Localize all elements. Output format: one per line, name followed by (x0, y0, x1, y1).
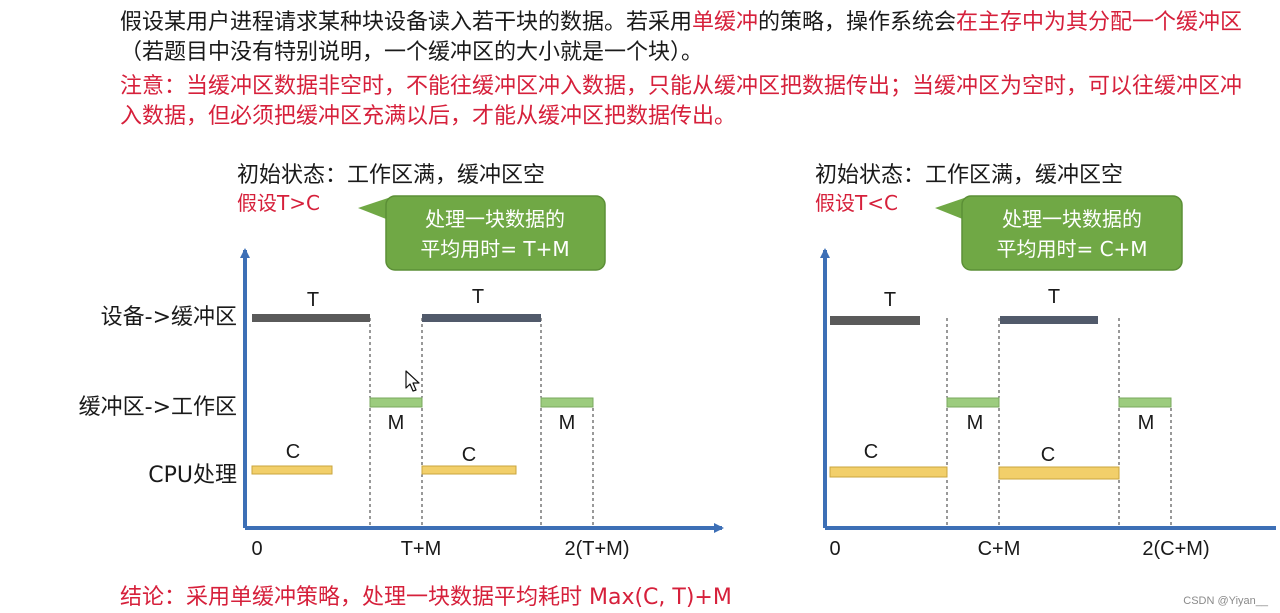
right-assumption: 假设T<C (815, 191, 898, 215)
left-bubble-line2: 平均用时= T+M (420, 237, 569, 261)
left-device-bar-1 (252, 314, 370, 322)
intro-text-3: （若题目中没有特别说明，一个缓冲区的大小就是一个块）。 (120, 40, 704, 65)
left-bubble (385, 195, 606, 271)
row-label-device-to-buffer: 设备->缓冲区 (101, 305, 237, 330)
right-tick-0: 0 (829, 538, 840, 560)
right-bubble-line1: 处理一块数据的 (1002, 207, 1142, 231)
mouse-cursor-icon (405, 370, 420, 392)
left-label-t2: T (472, 286, 484, 308)
right-memory-bar-1 (946, 397, 1000, 408)
right-label-c1: C (864, 441, 878, 463)
left-tick-1: T+M (401, 538, 442, 560)
right-label-t1: T (884, 289, 896, 311)
left-label-m1: M (388, 412, 405, 434)
right-label-t2: T (1048, 286, 1060, 308)
left-label-c2: C (462, 444, 476, 466)
intro-highlight-allocate: 在主存中为其分配一个缓冲区 (956, 10, 1243, 35)
left-bubble-pointer (358, 196, 394, 222)
right-label-m2: M (1138, 412, 1155, 434)
right-bubble-line2: 平均用时= C+M (996, 237, 1147, 261)
right-label-c2: C (1041, 444, 1055, 466)
left-label-t1: T (307, 289, 319, 311)
note-paragraph: 注意：当缓冲区数据非空时，不能往缓冲区冲入数据，只能从缓冲区把数据传出；当缓冲区… (120, 74, 1243, 129)
intro-paragraph: 假设某用户进程请求某种块设备读入若干块的数据。若采用单缓冲的策略，操作系统会在主… (120, 8, 1260, 68)
right-device-bar-1 (830, 316, 920, 325)
right-tick-1: C+M (978, 538, 1021, 560)
conclusion: 结论：采用单缓冲策略，处理一块数据平均耗时 Max(C, T)+M (120, 585, 732, 610)
right-label-m1: M (967, 412, 984, 434)
row-label-cpu: CPU处理 (148, 463, 237, 488)
intro-text-1: 假设某用户进程请求某种块设备读入若干块的数据。若采用 (120, 10, 693, 35)
right-device-bar-2 (1000, 316, 1098, 324)
left-panel: 初始状态：工作区满，缓冲区空 假设T>C 处理一块数据的 平均用时= T+M T… (237, 163, 724, 560)
intro-highlight-single-buffer: 单缓冲 (692, 10, 759, 35)
right-memory-bar-2 (1118, 397, 1172, 408)
right-initial-state: 初始状态：工作区满，缓冲区空 (815, 163, 1123, 188)
left-label-m2: M (559, 412, 576, 434)
left-cpu-bar-1 (251, 465, 333, 475)
watermark: CSDN @Yiyan__ (1183, 595, 1268, 607)
right-cpu-bar-2 (998, 466, 1120, 480)
left-initial-state: 初始状态：工作区满，缓冲区空 (237, 163, 545, 188)
right-panel: 初始状态：工作区满，缓冲区空 假设T<C 处理一块数据的 平均用时= C+M T… (815, 163, 1276, 560)
intro-text-2: 的策略，操作系统会 (758, 10, 957, 35)
left-label-c1: C (286, 441, 300, 463)
left-tick-0: 0 (251, 538, 262, 560)
left-memory-bar-2 (540, 397, 594, 408)
left-cpu-bar-2 (421, 465, 517, 475)
right-tick-2: 2(C+M) (1142, 538, 1209, 560)
row-label-buffer-to-work: 缓冲区->工作区 (79, 395, 237, 420)
left-device-bar-2 (422, 314, 541, 322)
left-tick-2: 2(T+M) (565, 538, 630, 560)
left-memory-bar-1 (369, 397, 423, 408)
left-bubble-line1: 处理一块数据的 (425, 207, 565, 231)
right-cpu-bar-1 (829, 466, 948, 478)
left-assumption: 假设T>C (237, 191, 320, 215)
right-bubble (961, 195, 1183, 271)
